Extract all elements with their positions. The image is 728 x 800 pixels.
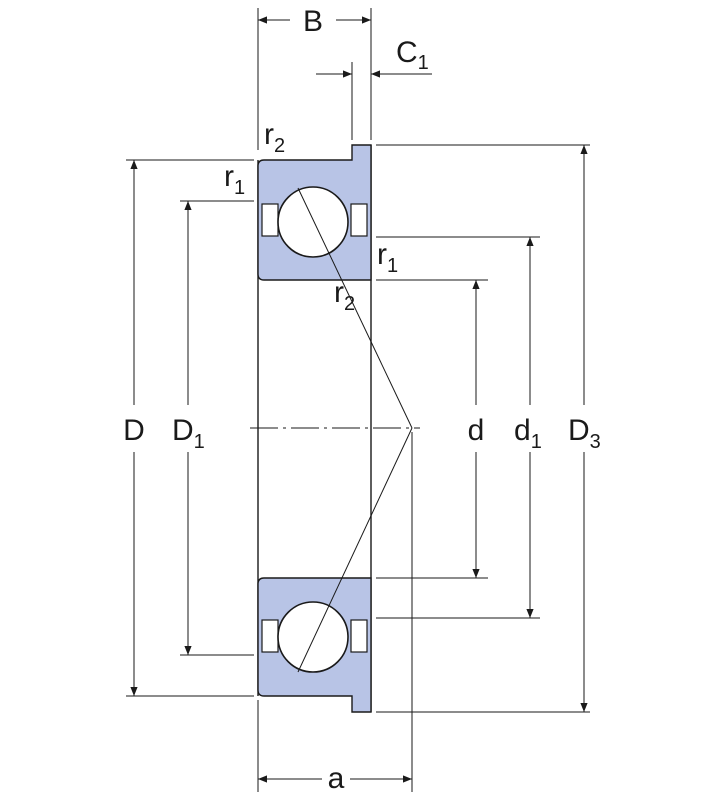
top-cage-left [261,203,279,237]
label-C1: C1 [396,36,429,74]
top-contact-line [297,187,413,429]
label-r2-top: r2 [264,118,285,157]
label-D1-bg [170,410,218,450]
label-D-bg [118,410,150,450]
label-r2-mid: r2 [334,276,355,315]
bottom-ball [277,601,349,673]
label-D: D [123,414,145,447]
dimension-lines [130,16,588,783]
label-r1-right: r1 [377,238,398,277]
top-ball [277,186,349,258]
top-ring-section [257,144,372,281]
label-D3-bg [566,410,610,450]
label-d: d [468,414,485,447]
label-d1-bg [512,410,552,450]
contact-lines [297,187,413,673]
labels: B C1 r2 r1 r1 r2 D D1 d d1 D3 a [118,5,610,795]
bottom-cage-right [350,619,368,653]
label-D3: D3 [568,414,601,453]
top-cage-right [350,203,368,237]
bottom-contact-line [297,427,413,673]
bottom-ring-section [257,577,372,713]
label-D1: D1 [172,414,205,453]
label-d1: d1 [514,414,542,453]
label-a: a [328,762,345,795]
label-r1-left: r1 [224,160,245,199]
bottom-cage-left [261,619,279,653]
label-d-bg [462,410,490,450]
label-B: B [303,5,323,38]
